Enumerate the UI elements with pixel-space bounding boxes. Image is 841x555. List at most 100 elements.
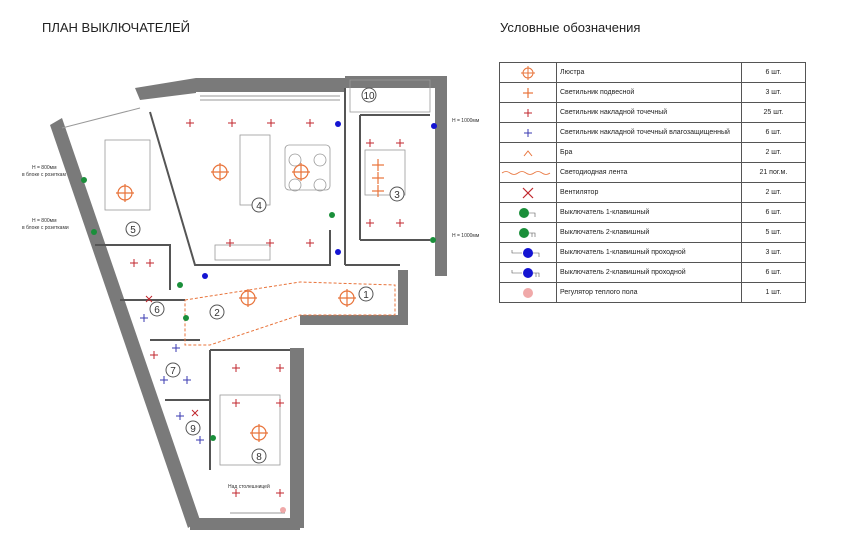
spot-light-icon	[150, 351, 158, 359]
sconce-icon	[499, 142, 557, 163]
wet-spot-light-icon	[172, 344, 180, 352]
pendant-light-icon	[499, 82, 557, 103]
svg-text:Н = 1000мм: Н = 1000мм	[452, 118, 480, 124]
legend-row: Светильник накладной точечный влагозащищ…	[499, 122, 807, 143]
legend-item-name: Выключатель 1-клавишный проходной	[556, 242, 742, 263]
switch-1-icon	[81, 177, 87, 183]
svg-text:Над столешницей: Над столешницей	[228, 483, 270, 490]
inner-walls	[95, 88, 430, 470]
pass-switch-1-icon	[335, 121, 341, 127]
legend-item-qty: 6 шт.	[740, 202, 807, 223]
wall-top-right	[345, 76, 445, 88]
spot-light-icon	[267, 119, 275, 127]
svg-text:9: 9	[190, 424, 196, 435]
chandelier-icon	[338, 289, 356, 307]
wall-top	[196, 78, 345, 92]
switch-2-icon	[499, 222, 557, 243]
legend-item-name: Светильник накладной точечный	[556, 102, 742, 123]
switch-2-icon	[210, 435, 216, 441]
legend-item-name: Бра	[556, 142, 742, 163]
walls	[50, 76, 447, 530]
windows	[61, 95, 340, 514]
svg-text:в блоке с розетками: в блоке с розетками	[22, 225, 69, 231]
legend-item-qty: 2 шт.	[740, 182, 807, 203]
room-4: 4	[251, 197, 267, 213]
legend-item-qty: 3 шт.	[740, 242, 807, 263]
svg-text:6: 6	[154, 305, 160, 316]
legend-item-qty: 1 шт.	[740, 282, 807, 303]
svg-text:Н = 800мм: Н = 800мм	[32, 218, 57, 224]
wet-spot-marks	[140, 314, 204, 444]
spot-light-icon	[499, 102, 557, 123]
legend-item-qty: 3 шт.	[740, 82, 807, 103]
fan-marks	[145, 295, 199, 417]
legend-item-qty: 6 шт.	[740, 122, 807, 143]
floor-heating-regulator-icon	[280, 507, 286, 513]
svg-text:Н = 800мм: Н = 800мм	[32, 165, 57, 171]
led-strip-icon	[499, 162, 557, 183]
wall-north	[135, 78, 196, 100]
wet-spot-light-icon	[176, 412, 184, 420]
legend-item-name: Выключатель 2-клавишный проходной	[556, 262, 742, 283]
chandelier-icon	[499, 62, 557, 83]
room-10: 10	[361, 87, 377, 103]
wet-spot-light-icon	[196, 436, 204, 444]
wet-spot-light-icon	[499, 122, 557, 143]
spot-light-icon	[366, 139, 374, 147]
switch-2-icon	[329, 212, 335, 218]
room-numbers: 1 2 3 4 5 6 7 8 9 10	[125, 87, 405, 464]
svg-text:1: 1	[363, 290, 369, 301]
legend-item-qty: 6 шт.	[740, 62, 807, 83]
pass-switch-1-icon	[499, 242, 557, 263]
switch-marks	[81, 121, 437, 513]
legend-item-name: Выключатель 1-клавишный	[556, 202, 742, 223]
spot-light-icon	[396, 139, 404, 147]
spot-light-icon	[266, 239, 274, 247]
svg-text:2: 2	[214, 308, 220, 319]
fan-icon	[499, 182, 557, 203]
chandelier-marks	[116, 163, 356, 442]
room-2: 2	[209, 304, 225, 320]
wet-spot-light-icon	[183, 376, 191, 384]
chandelier-icon	[239, 289, 257, 307]
legend-title: Условные обозначения	[500, 20, 641, 35]
spot-light-icon	[130, 259, 138, 267]
spot-marks	[130, 119, 404, 497]
svg-text:10: 10	[363, 91, 375, 102]
wet-spot-light-icon	[160, 376, 168, 384]
spot-light-icon	[276, 364, 284, 372]
spot-light-icon	[232, 399, 240, 407]
spot-light-icon	[366, 219, 374, 227]
led-strip	[184, 281, 396, 346]
pass-switch-1-icon	[202, 273, 208, 279]
chandelier-icon	[250, 424, 268, 442]
legend-item-name: Выключатель 2-клавишный	[556, 222, 742, 243]
svg-text:Н = 1000мм: Н = 1000мм	[452, 233, 480, 239]
pass-switch-2-icon	[499, 262, 557, 283]
svg-text:в блоке с розеткам: в блоке с розеткам	[22, 172, 66, 178]
chandelier-icon	[292, 163, 310, 181]
switch-2-icon	[183, 315, 189, 321]
legend-item-qty: 25 шт.	[740, 102, 807, 123]
room-7: 7	[165, 362, 181, 378]
wall-mid-right	[398, 270, 408, 325]
svg-text:8: 8	[256, 452, 262, 463]
furniture	[104, 79, 431, 466]
pendant-light-icon	[372, 185, 384, 197]
legend-item-qty: 21 пог.м.	[740, 162, 807, 183]
spot-light-icon	[232, 489, 240, 497]
pass-switch-2-icon	[335, 249, 341, 255]
legend-item-name: Люстра	[556, 62, 742, 83]
room-9: 9	[185, 420, 201, 436]
room-6: 6	[149, 301, 165, 317]
